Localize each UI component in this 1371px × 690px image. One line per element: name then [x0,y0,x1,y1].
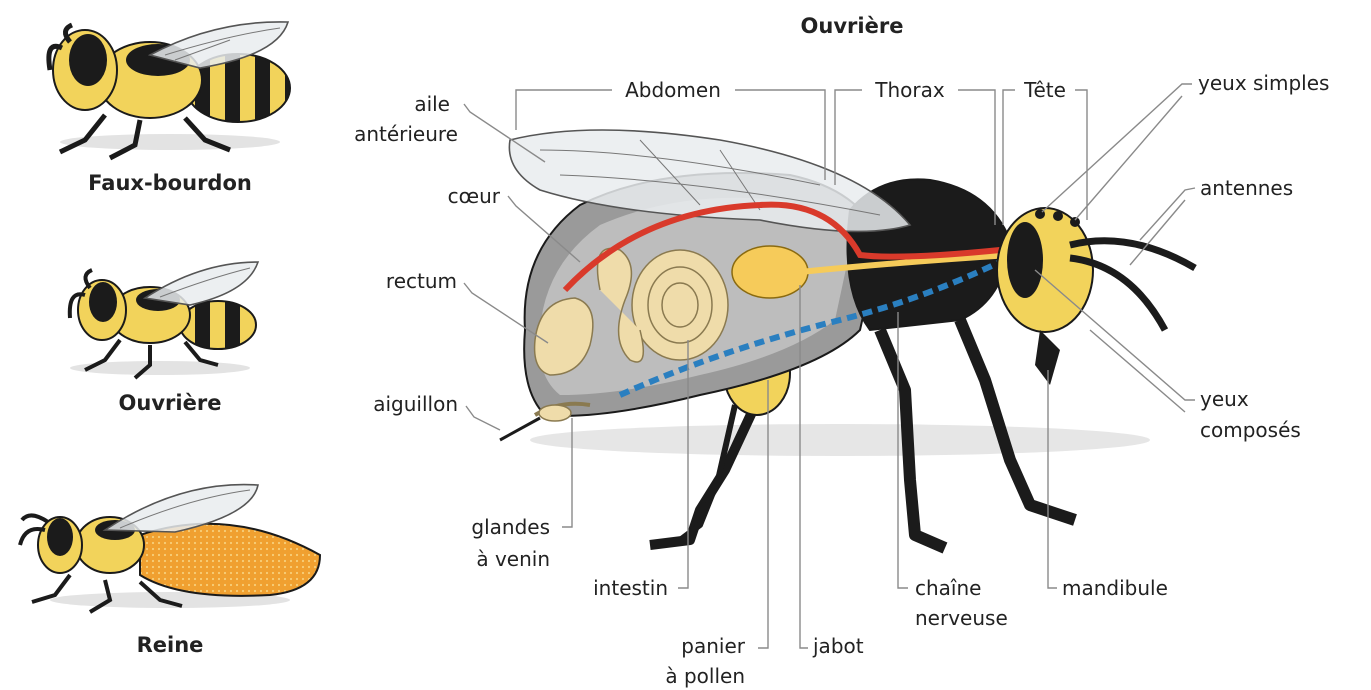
label-antennes: antennes [1200,176,1293,200]
label-chaine-2: nerveuse [915,606,1008,630]
label-panier-2: à pollen [665,664,745,688]
group-label-tete: Tête [1023,78,1066,102]
leader-mandibule [1048,370,1057,588]
label-intestin: intestin [593,576,668,600]
group-label-abdomen: Abdomen [625,78,721,102]
label-coeur: cœur [448,184,501,208]
diagram-title: Ouvrière [801,14,904,38]
label-rectum: rectum [386,269,457,293]
drone-illustration [49,22,290,158]
label-glandes-2: à venin [476,547,550,571]
label-jabot: jabot [812,634,864,658]
label-aiguillon: aiguillon [373,392,458,416]
main-worker-bee [500,130,1195,548]
label-chaine-1: chaîne [915,576,981,600]
label-aile-1: aile [414,92,450,116]
caption-reine: Reine [137,633,204,657]
caption-faux-bourdon: Faux-bourdon [88,171,252,195]
label-yeux-composes-2: composés [1200,418,1301,442]
group-label-thorax: Thorax [874,78,945,102]
leader-panier [758,380,768,648]
label-yeux-simples: yeux simples [1198,71,1329,95]
leader-yeux-composes [1035,270,1195,412]
caption-ouvriere: Ouvrière [119,391,222,415]
worker-small-illustration [70,262,258,378]
leader-yeux-simples [1042,84,1192,220]
leader-aile [464,104,545,162]
label-glandes-1: glandes [471,515,550,539]
label-mandibule: mandibule [1062,576,1168,600]
leader-aiguillon [466,406,500,430]
label-aile-2: antérieure [354,122,458,146]
label-yeux-composes-1: yeux [1200,387,1249,411]
label-panier-1: panier [681,634,745,658]
queen-illustration [20,485,320,612]
